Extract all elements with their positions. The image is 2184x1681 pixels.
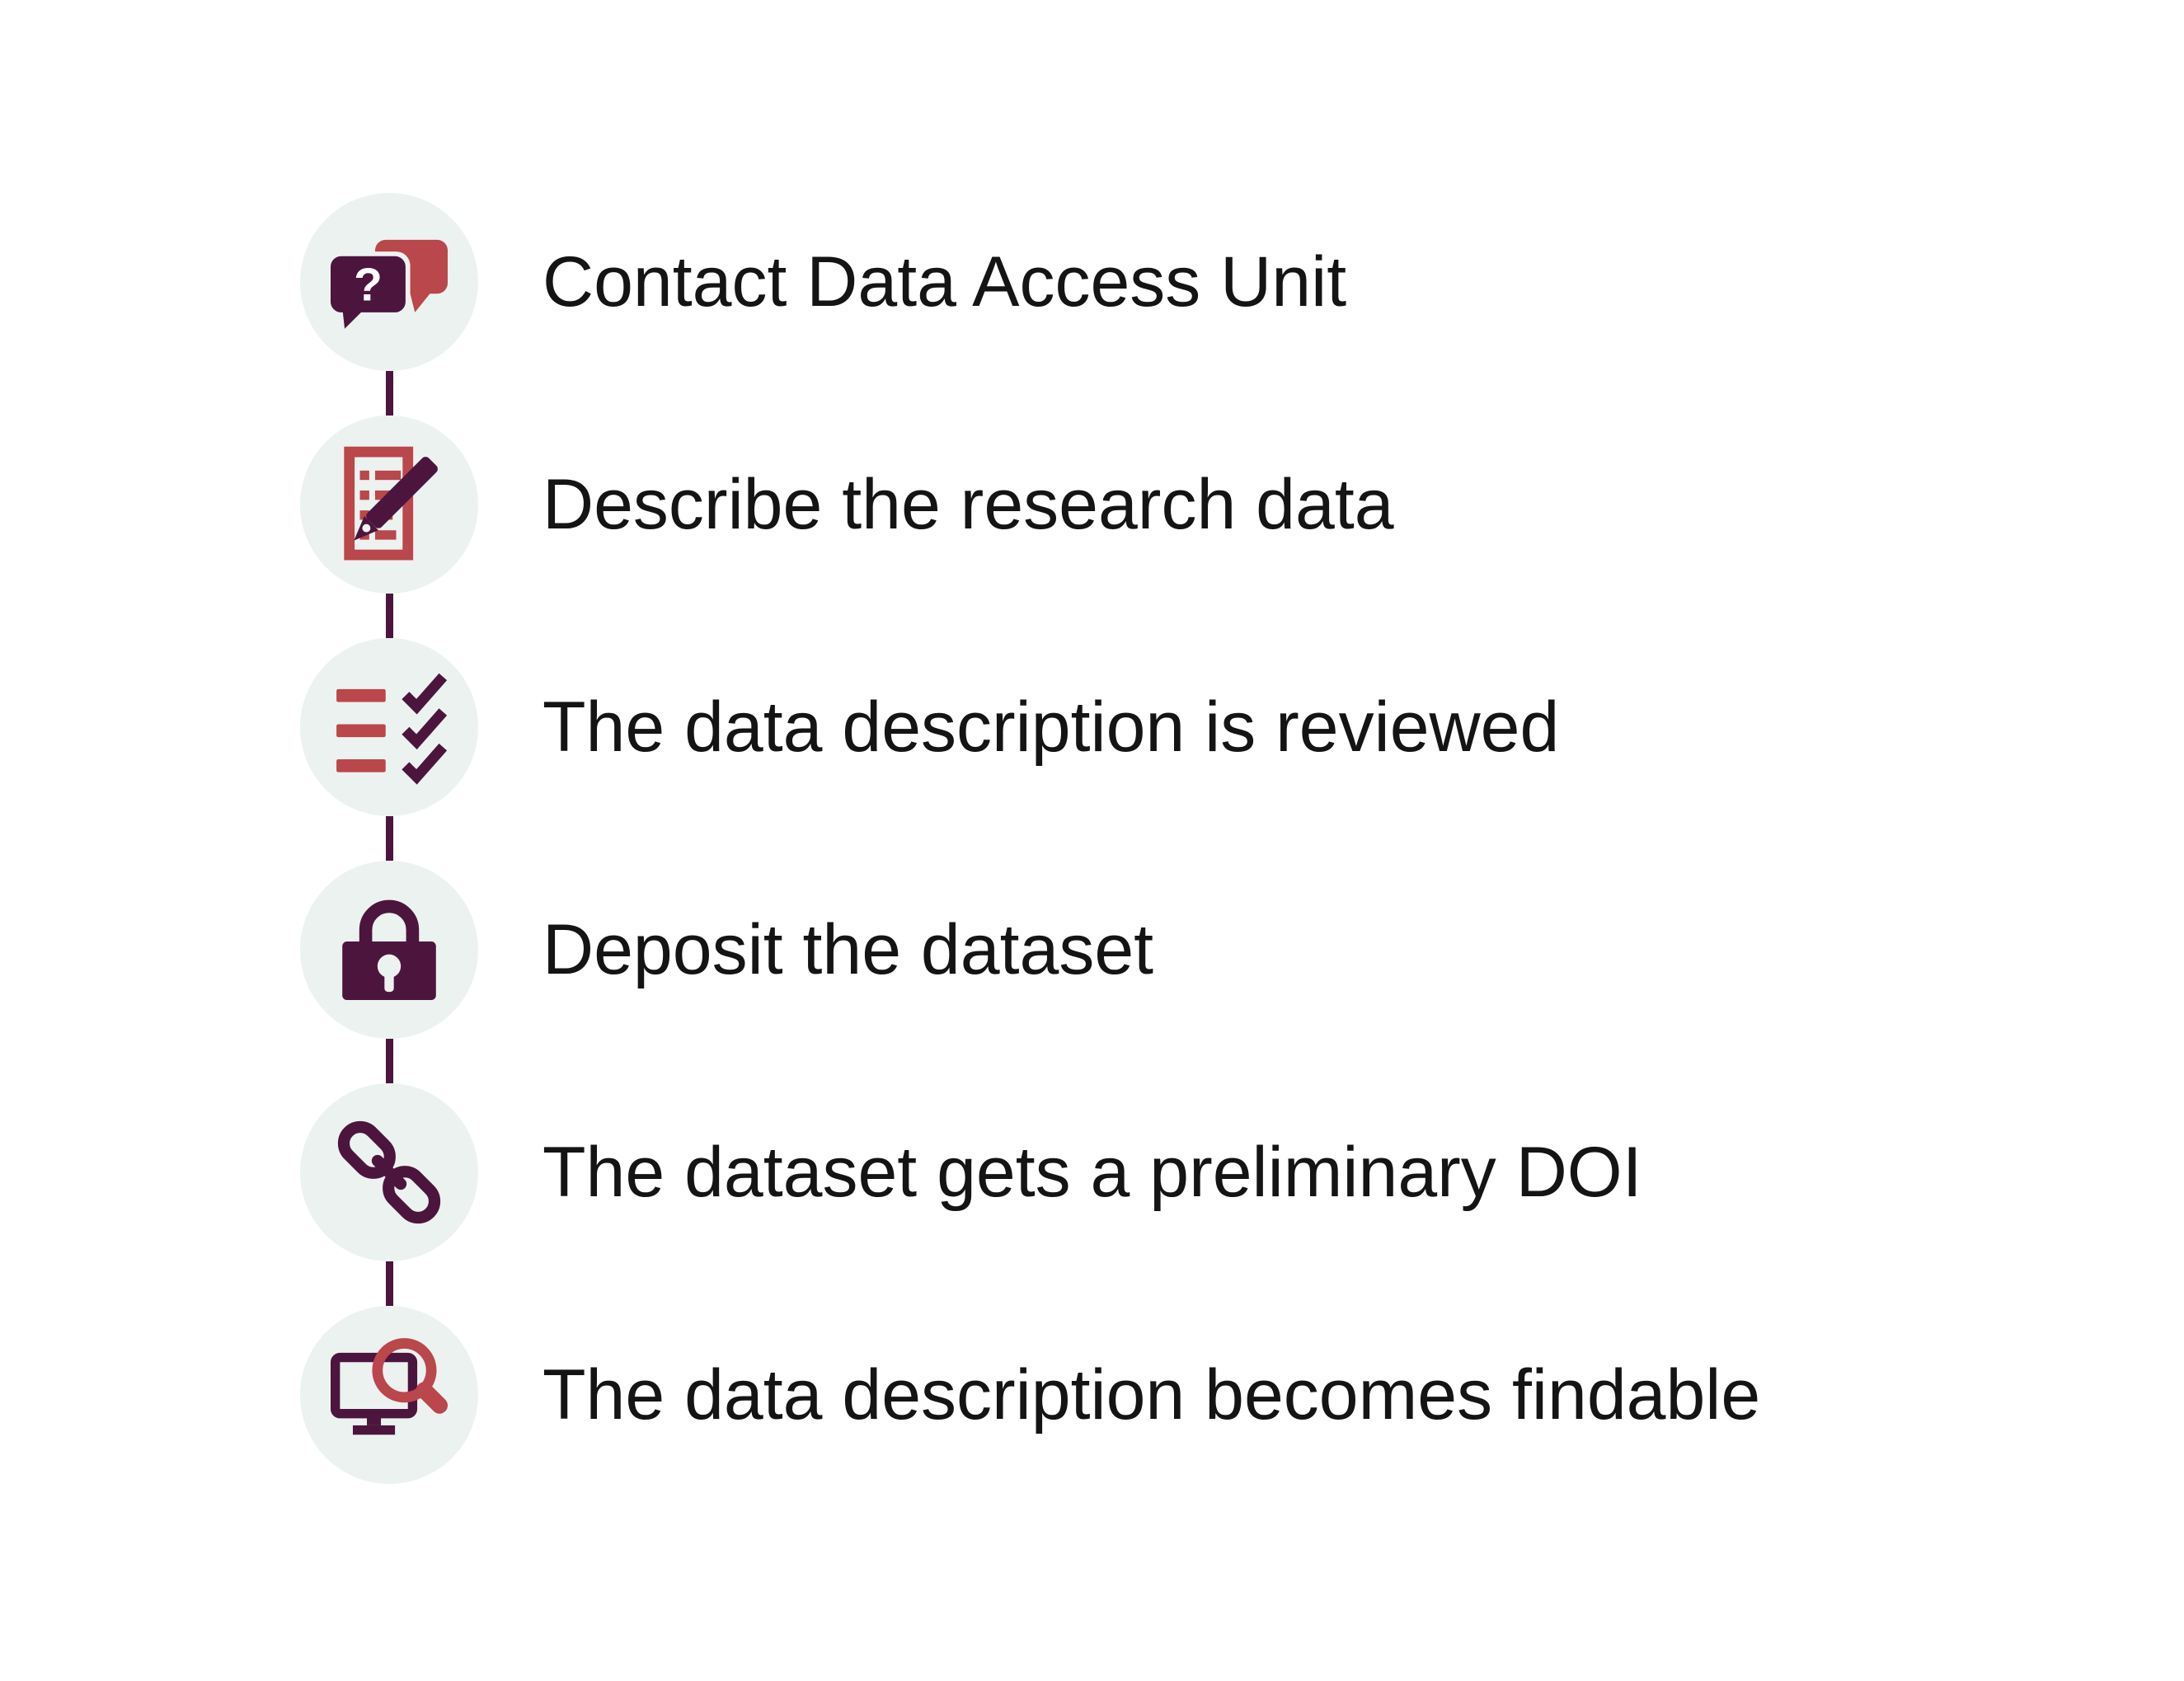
step-label: The dataset gets a preliminary DOI bbox=[542, 1133, 1642, 1212]
padlock-icon bbox=[342, 899, 436, 1001]
step-deposit-dataset: Deposit the dataset bbox=[300, 861, 1153, 1039]
step-label: Describe the research data bbox=[542, 465, 1394, 544]
timeline-connector bbox=[386, 1261, 393, 1306]
step-badge bbox=[300, 861, 478, 1039]
timeline-connector bbox=[386, 816, 393, 861]
timeline-connector bbox=[386, 594, 393, 638]
step-badge bbox=[300, 1306, 478, 1484]
chat-question-icon: ? bbox=[326, 239, 448, 336]
chain-link-icon bbox=[337, 1120, 441, 1224]
document-pencil-icon bbox=[344, 446, 438, 561]
timeline-connector bbox=[386, 371, 393, 416]
step-label: Contact Data Access Unit bbox=[542, 242, 1347, 322]
step-badge bbox=[300, 638, 478, 816]
svg-text:?: ? bbox=[354, 260, 383, 312]
step-label: Deposit the dataset bbox=[542, 910, 1154, 989]
monitor-magnifier-icon bbox=[331, 1338, 448, 1435]
step-data-description-reviewed: The data description is reviewed bbox=[300, 638, 1559, 816]
step-badge bbox=[300, 416, 478, 594]
step-badge bbox=[300, 1083, 478, 1261]
step-label: The data description is reviewed bbox=[542, 688, 1560, 767]
step-label: The data description becomes findable bbox=[542, 1355, 1761, 1434]
step-description-findable: The data description becomes findable bbox=[300, 1306, 1760, 1484]
step-badge: ? bbox=[300, 193, 478, 371]
step-preliminary-doi: The dataset gets a preliminary DOI bbox=[300, 1083, 1642, 1261]
timeline-connector bbox=[386, 1039, 393, 1083]
step-describe-research-data: Describe the research data bbox=[300, 416, 1394, 594]
checklist-icon bbox=[336, 673, 448, 785]
step-contact-data-access-unit: ? Contact Data Access Unit bbox=[300, 193, 1346, 371]
